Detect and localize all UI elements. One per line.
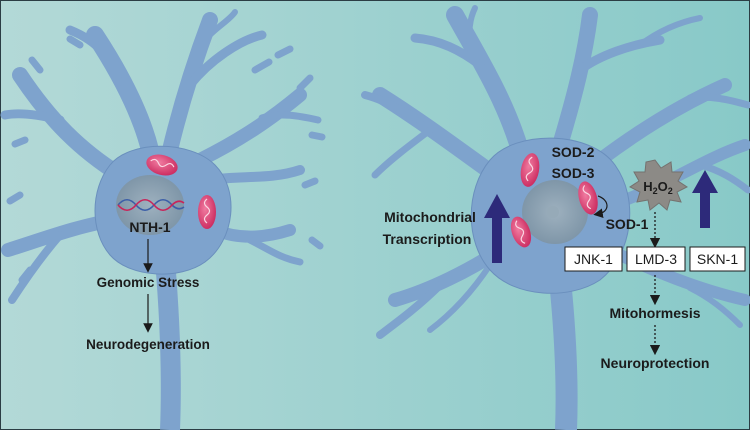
neuroprotection-label: Neuroprotection bbox=[601, 355, 710, 371]
svg-text:JNK-1: JNK-1 bbox=[574, 251, 613, 267]
sod2-label: SOD-2 bbox=[552, 144, 595, 160]
burst-icon bbox=[629, 159, 688, 211]
mitochondrion-icon bbox=[520, 153, 540, 187]
sod-curved-arrow bbox=[593, 195, 608, 218]
mitochondrion-icon bbox=[578, 181, 598, 215]
mitochondrion-icon bbox=[510, 216, 532, 248]
h2o2-label: H2O2 bbox=[643, 179, 673, 196]
svg-text:LMD-3: LMD-3 bbox=[635, 251, 677, 267]
dna-helix-icon bbox=[117, 198, 185, 212]
nth1-label: NTH-1 bbox=[129, 219, 170, 235]
nucleolus bbox=[547, 206, 559, 218]
neurodegeneration-label: Neurodegeneration bbox=[86, 337, 210, 352]
left-nucleus bbox=[116, 175, 184, 235]
genomic-stress-label: Genomic Stress bbox=[97, 275, 200, 290]
sod3-label: SOD-3 bbox=[552, 165, 595, 181]
mito-transcription-label-1: Mitochondrial bbox=[384, 209, 476, 225]
box-jnk1: JNK-1 bbox=[564, 246, 623, 272]
right-neuron bbox=[361, 5, 750, 430]
mitochondrion-icon bbox=[146, 154, 178, 176]
mitohormesis-label: Mitohormesis bbox=[609, 305, 700, 321]
sod1-label: SOD-1 bbox=[606, 216, 649, 232]
up-arrow-icon bbox=[484, 194, 510, 263]
mitochondrion-icon bbox=[198, 195, 216, 229]
box-lmd3: LMD-3 bbox=[626, 246, 686, 272]
up-arrow-icon bbox=[692, 170, 718, 228]
mito-transcription-label-2: Transcription bbox=[383, 231, 472, 247]
box-skn1: SKN-1 bbox=[689, 246, 746, 272]
svg-text:SKN-1: SKN-1 bbox=[697, 251, 738, 267]
